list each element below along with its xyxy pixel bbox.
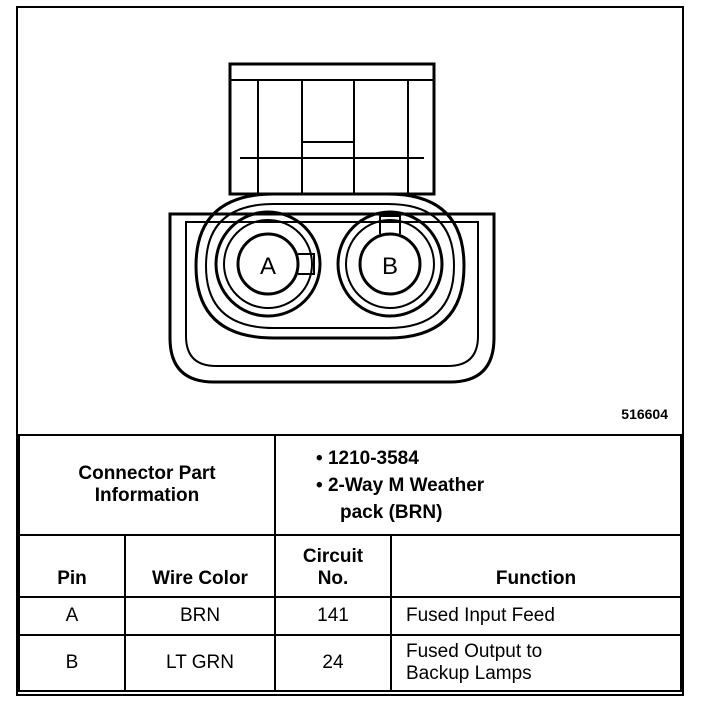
connector-seal <box>194 192 466 340</box>
connector-top-housing <box>228 62 436 196</box>
part-info-values: • 1210-3584 • 2-Way M Weather pack (BRN) <box>274 434 682 536</box>
connector-body <box>168 212 496 384</box>
header-row: Pin Wire Color Circuit No. Function <box>18 534 682 598</box>
connector-drawing: A B <box>168 62 496 384</box>
figure-number: 516604 <box>621 406 668 422</box>
function-cell: Fused Input Feed <box>390 596 682 636</box>
header-circuit: Circuit No. <box>274 534 392 598</box>
circuit-cell: 24 <box>274 634 392 692</box>
connector-type: • 2-Way M Weather <box>316 474 485 496</box>
connector-info-table: Connector Part Information • 1210-3584 •… <box>18 434 682 692</box>
wire-color-cell: BRN <box>124 596 276 636</box>
header-function: Function <box>390 534 682 598</box>
header-wire-color: Wire Color <box>124 534 276 598</box>
part-info-row: Connector Part Information • 1210-3584 •… <box>18 434 682 536</box>
function-cell: Fused Output to Backup Lamps <box>390 634 682 692</box>
table-row: B LT GRN 24 Fused Output to Backup Lamps <box>18 634 682 692</box>
table-row: A BRN 141 Fused Input Feed <box>18 596 682 636</box>
part-info-label: Connector Part Information <box>18 434 276 536</box>
pin-cell: B <box>18 634 126 692</box>
figure-frame: A B 516604 Connector Part Information • … <box>16 6 684 696</box>
connector-type-cont: pack (BRN) <box>340 501 443 523</box>
part-number: • 1210-3584 <box>316 447 419 469</box>
pin-cell: A <box>18 596 126 636</box>
pin-a-label: A <box>260 253 276 280</box>
wire-color-cell: LT GRN <box>124 634 276 692</box>
pin-b-cavity <box>336 210 444 318</box>
pin-b-label: B <box>382 253 398 280</box>
circuit-cell: 141 <box>274 596 392 636</box>
header-pin: Pin <box>18 534 126 598</box>
pin-a-cavity <box>214 210 322 318</box>
